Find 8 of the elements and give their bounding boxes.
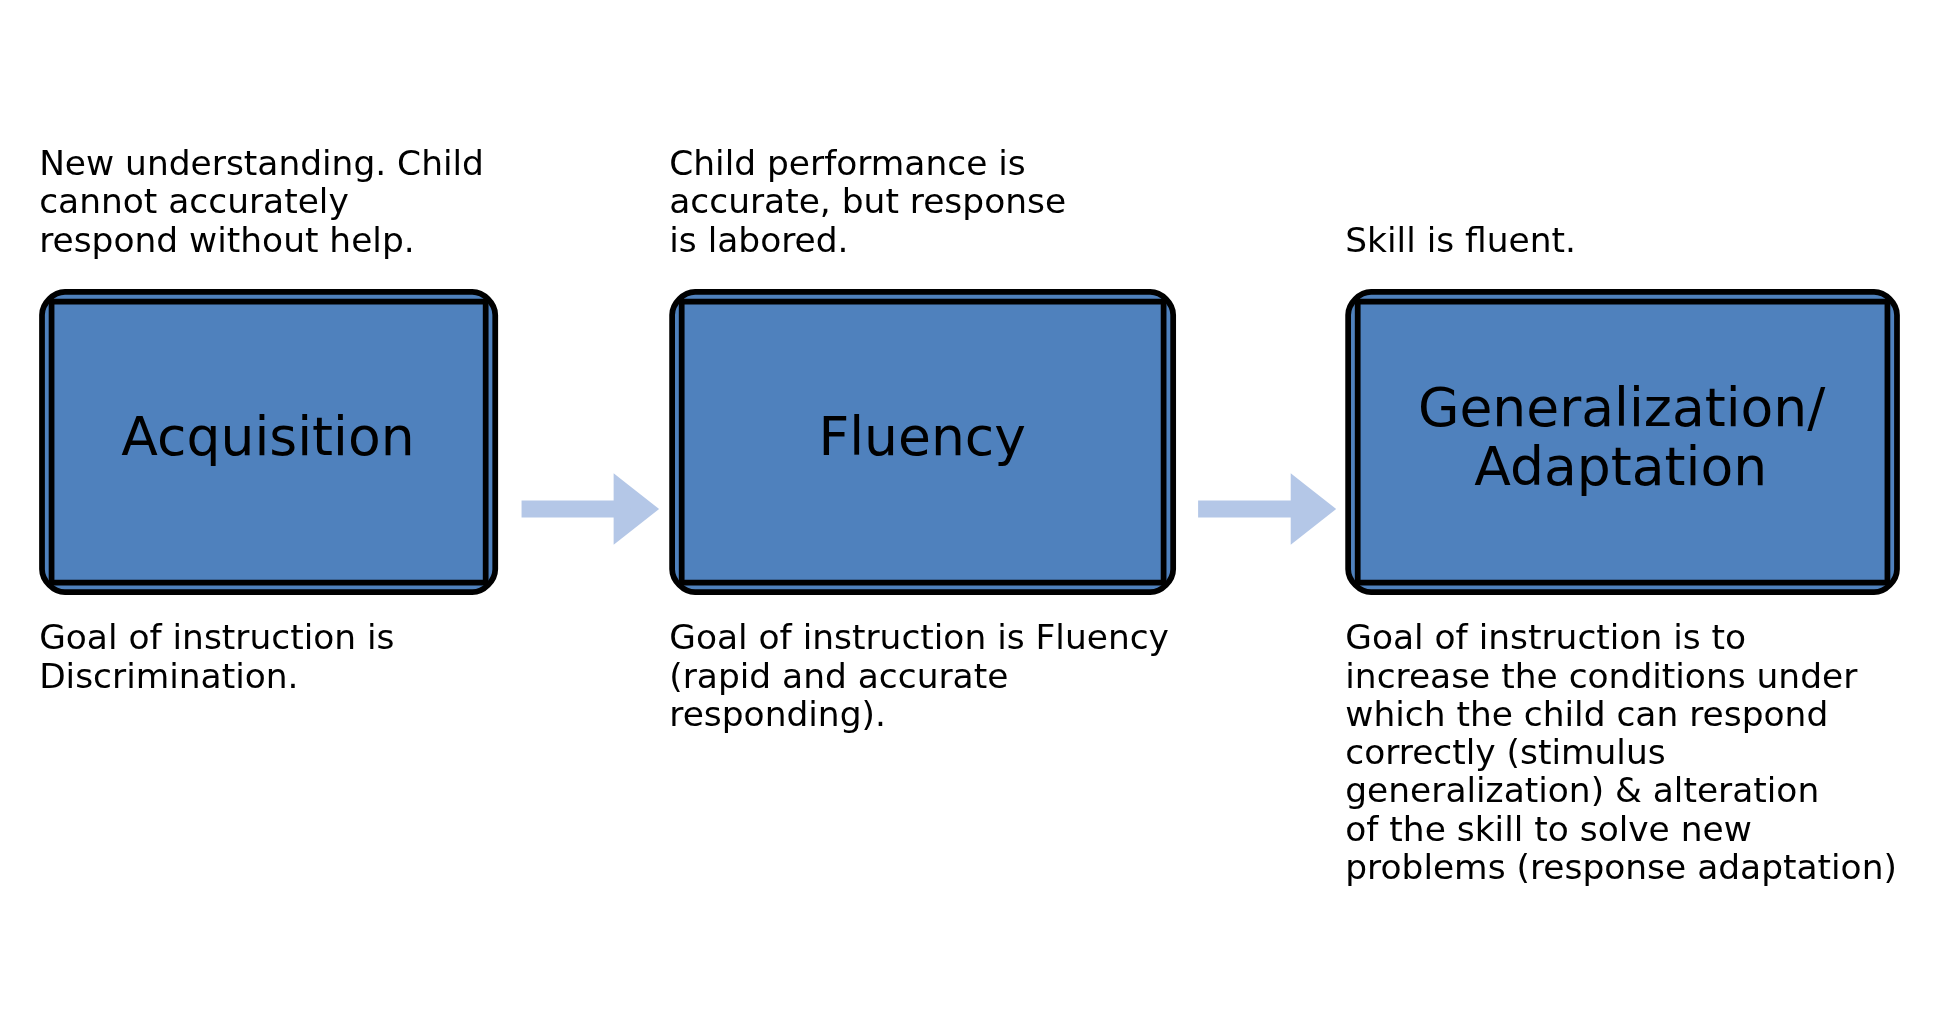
node-label: New understanding. Child cannot accurately respond without help. (39, 143, 484, 260)
arrow (521, 473, 660, 545)
node-label: Goal of instruction is to increase the conditions under which the child can respond correctly (stimulus generalization) & alteration of the skill to solve new problems (response adaptation) (1345, 617, 1897, 887)
node-label: Goal of instruction is Discrimination. (39, 617, 395, 696)
node-label: Skill is fluent. (1345, 219, 1576, 260)
node-label: Goal of instruction is Fluency (rapid and accurate responding). (669, 617, 1169, 734)
node-label: Child performance is accurate, but response is labored. (669, 143, 1067, 260)
arrow (1198, 473, 1337, 545)
